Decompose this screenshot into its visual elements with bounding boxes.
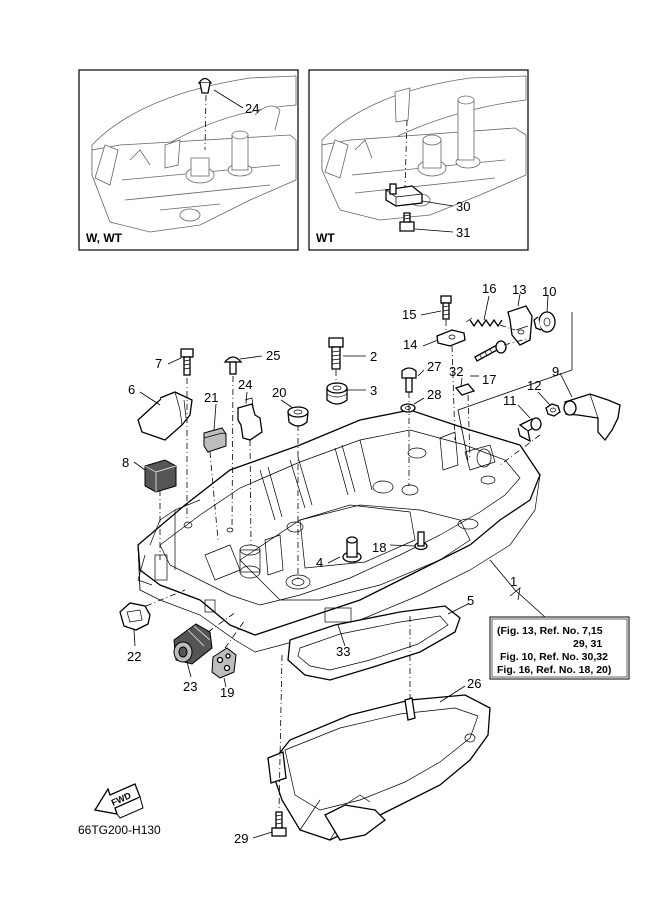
callout-22: 22 xyxy=(127,649,141,664)
note-line-3: Fig. 10, Ref. No. 30,32 xyxy=(500,651,608,663)
callout-33: 33 xyxy=(336,644,350,659)
reference-note: (Fig. 13, Ref. No. 7,15 29, 31 Fig. 10, … xyxy=(489,616,630,680)
callout-6: 6 xyxy=(128,382,135,397)
callout-numbers: 1 2 3 4 5 6 7 8 9 10 11 12 13 14 15 16 1… xyxy=(122,281,559,846)
callout-29: 29 xyxy=(234,831,248,846)
callout-3: 3 xyxy=(370,383,377,398)
part-27-bolt xyxy=(401,367,417,393)
fwd-arrow: FWD xyxy=(93,783,144,819)
inset-wt: 30 31 WT xyxy=(308,69,529,251)
callout-7: 7 xyxy=(155,356,162,371)
note-line-4: Fig. 16, Ref. No. 18, 20) xyxy=(497,664,611,676)
callout-14: 14 xyxy=(403,337,417,352)
part-15-bolt xyxy=(440,295,452,320)
callout-19: 19 xyxy=(220,685,234,700)
note-line-1: (Fig. 13, Ref. No. 7,15 xyxy=(497,625,603,637)
callout-23: 23 xyxy=(183,679,197,694)
leader-lines xyxy=(133,293,573,839)
part-6-mount-bracket xyxy=(137,391,193,441)
part-2-bolt xyxy=(328,337,344,370)
part-17-pin xyxy=(474,340,507,362)
callout-18: 18 xyxy=(372,540,386,555)
part-13-lever xyxy=(507,305,533,346)
callout-5: 5 xyxy=(467,593,474,608)
lower-cover-part-26 xyxy=(267,694,491,841)
callout-24: 24 xyxy=(238,377,252,392)
callout-16: 16 xyxy=(482,281,496,296)
part-10-grommet xyxy=(533,311,556,333)
callout-12: 12 xyxy=(527,378,541,393)
part-21-pad xyxy=(203,427,227,453)
part-4-collar xyxy=(342,536,362,563)
part-8-block xyxy=(144,459,177,493)
callout-25: 25 xyxy=(266,348,280,363)
part-3-grommet xyxy=(326,382,348,405)
part-9-lever xyxy=(563,393,621,442)
callout-2: 2 xyxy=(370,349,377,364)
callout-30: 30 xyxy=(456,199,470,214)
part-20-grommet xyxy=(287,406,309,427)
part-22-grommet xyxy=(119,602,151,631)
callout-4: 4 xyxy=(316,555,323,570)
callout-28: 28 xyxy=(427,387,441,402)
callout-13: 13 xyxy=(512,282,526,297)
inset-label: WT xyxy=(316,231,335,245)
callout-24-inset: 24 xyxy=(245,101,259,116)
rivet-part-24-inset xyxy=(197,77,213,94)
bolt-part-31-inset xyxy=(399,212,415,232)
callout-21: 21 xyxy=(204,390,218,405)
callout-32: 32 xyxy=(449,364,463,379)
callout-27: 27 xyxy=(427,359,441,374)
callout-10: 10 xyxy=(542,284,556,299)
part-7-bolt xyxy=(180,348,194,376)
assembly-center-lines xyxy=(145,312,573,811)
callout-26: 26 xyxy=(467,676,481,691)
part-11-grommet xyxy=(517,417,542,443)
callout-11: 11 xyxy=(503,393,517,408)
callout-17: 17 xyxy=(482,372,496,387)
bracket-part-30-inset xyxy=(385,183,423,207)
callout-9: 9 xyxy=(552,364,559,379)
callout-31: 31 xyxy=(456,225,470,240)
seal-part-5 xyxy=(287,605,461,681)
inset-label: W, WT xyxy=(86,231,123,245)
part-19-plate xyxy=(211,647,237,679)
part-16-spring xyxy=(465,317,503,328)
part-23-grommet xyxy=(173,623,213,665)
callout-1: 1 xyxy=(510,574,517,589)
note-line-2: 29, 31 xyxy=(573,638,602,650)
callout-15: 15 xyxy=(402,307,416,322)
part-28-washer xyxy=(400,403,416,413)
callout-20: 20 xyxy=(272,385,286,400)
part-29-bolt xyxy=(271,811,287,837)
part-12-nut xyxy=(545,403,561,417)
bottom-cowling xyxy=(137,409,541,653)
callout-8: 8 xyxy=(122,455,129,470)
part-32-label xyxy=(454,383,476,396)
part-24-clip xyxy=(237,397,263,441)
drawing-code: 66TG200-H130 xyxy=(78,823,161,837)
inset-w-wt: 24 W, WT xyxy=(78,69,299,251)
part-14-plate xyxy=(436,329,466,347)
part-25-rivet xyxy=(223,356,243,375)
